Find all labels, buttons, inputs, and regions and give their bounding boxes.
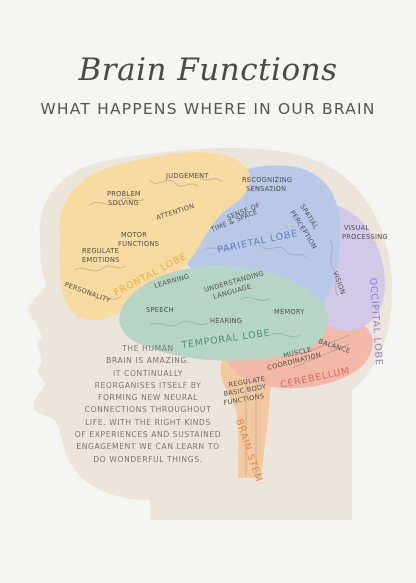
label-processing: PROCESSING xyxy=(342,233,388,241)
label-motor: MOTOR xyxy=(121,231,147,239)
label-solving: SOLVING xyxy=(108,199,139,207)
blurb-line: DO WONDERFUL THINGS. xyxy=(93,454,203,464)
blurb-line: IT CONTINUALLY xyxy=(112,368,184,378)
blurb-line: CONNECTIONS THROUGHOUT xyxy=(84,405,212,415)
label-regulate: REGULATE xyxy=(82,247,119,255)
blurb-line: OF EXPERIENCES AND SUSTAINED xyxy=(74,430,222,440)
label-emotions: EMOTIONS xyxy=(82,256,120,264)
label-functions: FUNCTIONS xyxy=(118,240,159,248)
gyri-lines xyxy=(74,177,351,477)
label-visual: VISUAL xyxy=(344,224,369,232)
blurb-line: ENGAGEMENT WE CAN LEARN TO xyxy=(76,442,220,452)
label-speech: SPEECH xyxy=(146,306,174,314)
label-memory: MEMORY xyxy=(274,308,305,316)
label-hearing: HEARING xyxy=(210,317,242,325)
temporal-shape xyxy=(119,266,328,361)
frontal-shape xyxy=(59,152,251,321)
brain-stem-shape xyxy=(220,356,272,478)
blurb-line: THE HUMAN xyxy=(122,344,174,353)
label-sensation: SENSATION xyxy=(246,185,286,193)
blurb-line: LIFE. WITH THE RIGHT KINDS xyxy=(85,417,211,427)
page-title: Brain Functions xyxy=(78,52,338,88)
label-judgement: JUDGEMENT xyxy=(165,172,209,180)
label-problem: PROBLEM xyxy=(107,190,141,198)
brain-blurb: THE HUMAN BRAIN IS AMAZING. IT CONTINUAL… xyxy=(62,343,234,466)
page-subtitle: WHAT HAPPENS WHERE IN OUR BRAIN xyxy=(40,100,376,118)
blurb-line: FORMING NEW NEURAL xyxy=(97,393,199,403)
label-recognizing: RECOGNIZING xyxy=(242,176,292,184)
blurb-line: REORGANISES ITSELF BY xyxy=(94,380,202,390)
blurb-line: BRAIN IS AMAZING. xyxy=(106,356,190,366)
